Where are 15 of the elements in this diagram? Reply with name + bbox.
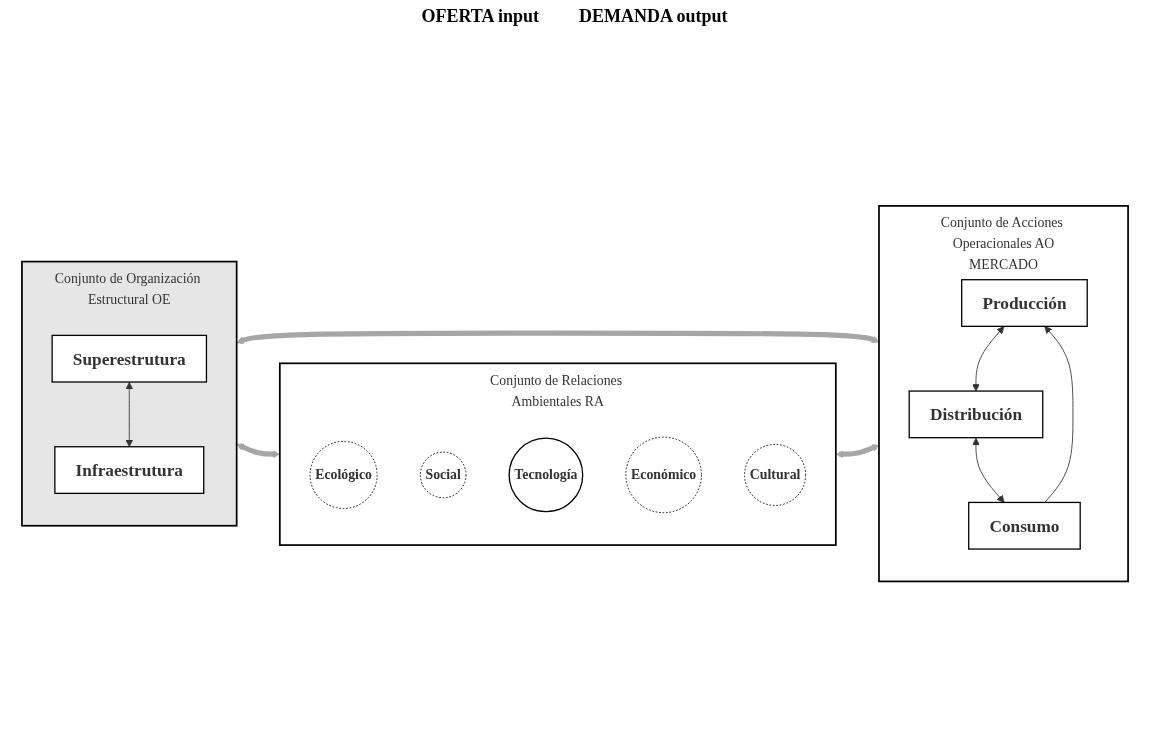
market-side-label: OFERTA input bbox=[421, 6, 539, 27]
node-circle: Tecnología bbox=[508, 437, 583, 513]
arrow bbox=[835, 444, 879, 459]
node-box: Producción bbox=[960, 279, 1088, 328]
node-box: Superestrutura bbox=[51, 335, 207, 383]
node-circle: Social bbox=[419, 452, 466, 499]
market-side-label: DEMANDA output bbox=[579, 6, 728, 27]
node-circle: Económico bbox=[624, 437, 702, 514]
node-circle: Cultural bbox=[743, 444, 806, 507]
node-box: Distribución bbox=[908, 390, 1043, 439]
arrow bbox=[236, 443, 280, 459]
node-box: Consumo bbox=[967, 502, 1081, 551]
node-circle: Ecológico bbox=[309, 441, 378, 510]
arrow bbox=[236, 330, 879, 345]
node-box: Infraestrutura bbox=[53, 446, 204, 495]
